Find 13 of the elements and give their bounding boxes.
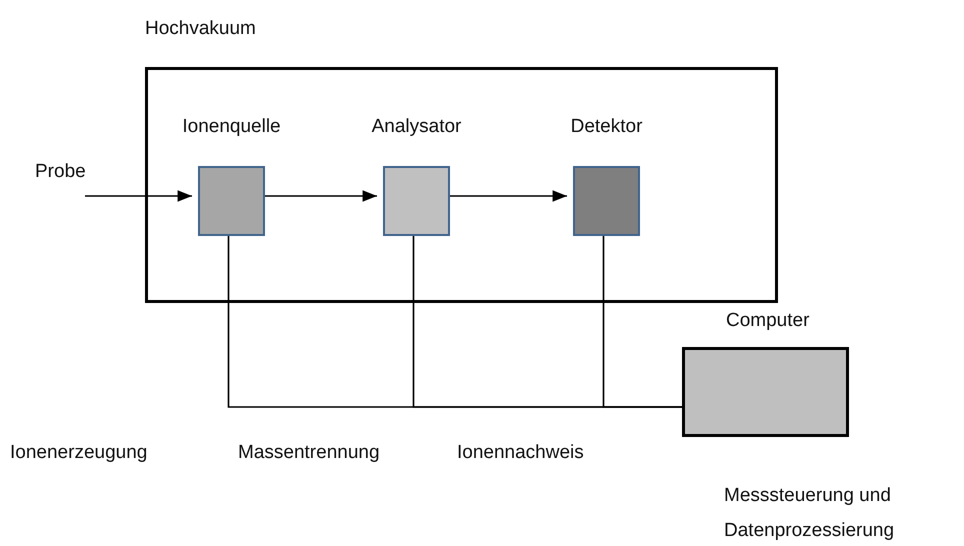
input-label: Probe [35,161,86,183]
stage-function-label: Ionennachweis [457,442,584,464]
arrow [450,190,567,202]
arrow [85,190,192,202]
arrow [265,190,377,202]
stage-heading: Ionenquelle [181,116,282,138]
stage-heading: Analysator [370,116,462,138]
stage-function-label: Ionenerzeugung [10,442,148,464]
chamber-heading: Hochvakuum [145,18,256,40]
computer-heading: Computer [726,310,810,332]
stage-function-label: Massentrennung [238,442,380,464]
computer-description: Messsteuerung und Datenprozessierung [724,484,896,543]
stage-heading: Detektor [570,116,644,138]
